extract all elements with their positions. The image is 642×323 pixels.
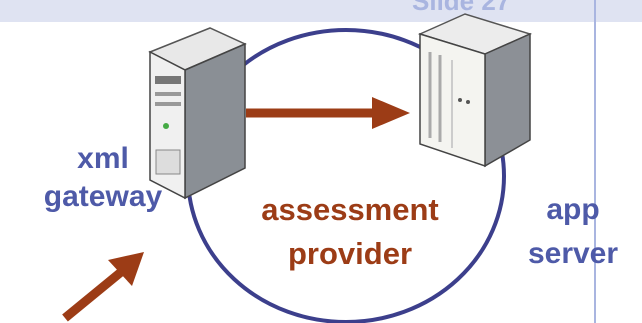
provider-label: assessment provider	[215, 188, 485, 276]
arrow-diagonal-icon	[62, 252, 144, 322]
tower-server-icon	[148, 27, 247, 200]
server-label: app server	[498, 188, 642, 276]
server-label-line-2: server	[527, 237, 619, 270]
gateway-label-line-2: gateway	[43, 180, 163, 213]
gateway-label: xml gateway	[38, 140, 168, 216]
slide-number: Slide 27	[412, 0, 511, 16]
server-label-line-1: app	[546, 193, 600, 226]
gateway-label-line-1: xml	[77, 142, 129, 175]
header-band	[0, 0, 642, 22]
arrow-right-icon	[246, 97, 410, 129]
rack-server-icon	[417, 13, 533, 168]
slide-border-line	[594, 0, 596, 323]
provider-label-line-2: provider	[287, 236, 413, 271]
provider-label-line-1: assessment	[261, 192, 439, 227]
